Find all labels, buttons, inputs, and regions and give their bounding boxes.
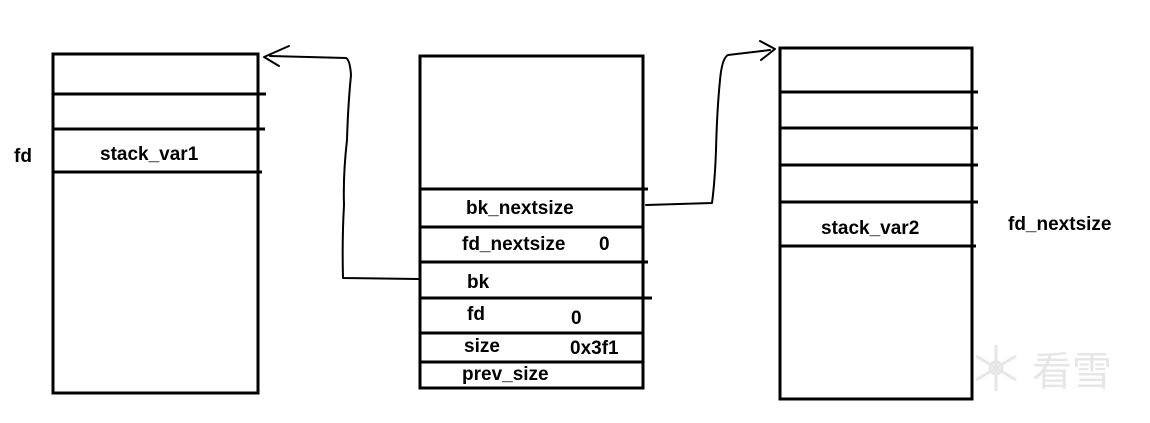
arrow-bk-line [269, 55, 419, 280]
arrow-bk-nextsize-line [645, 49, 771, 206]
left-block-outline [51, 52, 260, 395]
field-fd-value: 0 [571, 308, 582, 329]
field-fd-nextsize-value: 0 [599, 234, 610, 255]
field-fd-nextsize: fd_nextsize [462, 234, 565, 255]
arrow-bk-nextsize-head [759, 40, 776, 61]
field-size-value: 0x3f1 [570, 338, 619, 359]
left-side-label-fd: fd [14, 146, 32, 167]
field-size: size [464, 336, 500, 357]
field-bk: bk [467, 272, 490, 293]
snowflake-icon [975, 345, 1017, 391]
right-field-stack-var2: stack_var2 [821, 218, 919, 239]
watermark: 看雪 [975, 345, 1112, 394]
field-bk-nextsize: bk_nextsize [466, 198, 574, 219]
left-block: stack_var1 [51, 52, 266, 395]
field-fd: fd [467, 304, 485, 325]
arrow-bk-head [263, 45, 290, 67]
right-side-label-fd-nextsize: fd_nextsize [1008, 214, 1111, 235]
watermark-text: 看雪 [1032, 350, 1112, 394]
right-block: stack_var2 [778, 46, 978, 401]
arrow-bk-nextsize-to-stack-var2 [645, 40, 776, 206]
left-field-stack-var1: stack_var1 [100, 144, 199, 165]
middle-block: bk_nextsize fd_nextsize 0 bk fd 0 size 0… [418, 54, 652, 390]
field-prev-size: prev_size [462, 364, 549, 385]
right-block-outline [778, 46, 974, 401]
middle-block-outline [418, 54, 645, 390]
arrow-bk-to-stack-var1 [263, 45, 419, 280]
